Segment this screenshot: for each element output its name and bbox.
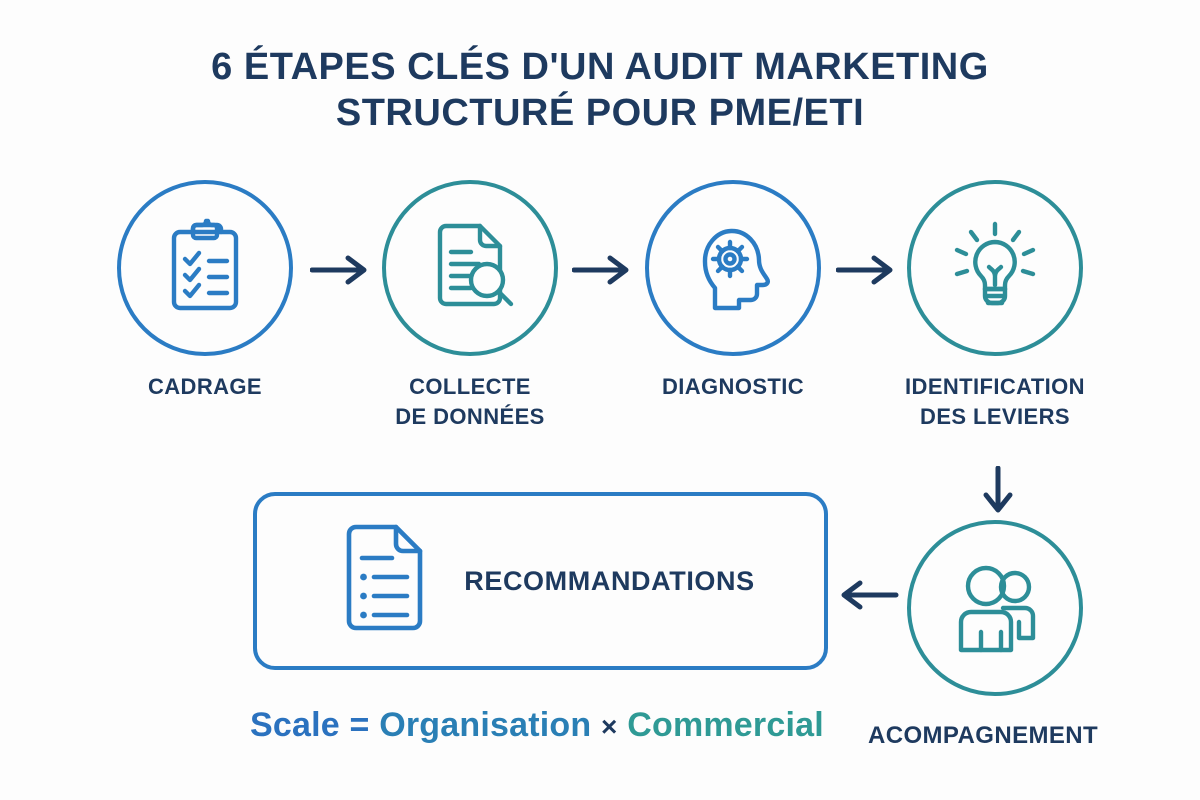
step-acompagnement[interactable] (895, 520, 1095, 696)
arrow-cadrage-to-collecte (309, 250, 376, 295)
lightbulb-icon (945, 218, 1045, 318)
formula-commercial: Commercial (627, 706, 824, 744)
two-people-icon (945, 558, 1045, 658)
page-title-line-2: STRUCTURÉ POUR PME/ETI (335, 92, 865, 135)
step-collecte-label: COLLECTE DE DONNÉES (395, 374, 545, 429)
document-bullet-list-icon (335, 520, 435, 643)
step-acompagnement-circle (907, 520, 1083, 696)
step-collecte-circle (382, 180, 558, 356)
step-cadrage-label: CADRAGE (147, 374, 263, 399)
step-diagnostic-circle (645, 180, 821, 356)
document-search-icon (420, 218, 520, 318)
page-title: 6 ÉTAPES CLÉS D'UN AUDIT MARKETING STRUC… (0, 44, 1200, 137)
step-identification-circle (907, 180, 1083, 356)
formula-organisation: Organisation (379, 706, 592, 744)
step-identification-label: IDENTIFICATION DES LEVIERS (905, 374, 1085, 429)
recommandations-label: RECOMMANDATIONS (464, 565, 755, 596)
step-acompagnement-label: ACOMPAGNEMENT (868, 722, 1099, 749)
arrow-identification-to-acompagnement (978, 465, 1018, 525)
recommandations-box[interactable]: RECOMMANDATIONS (253, 492, 828, 670)
step-identification-des-leviers[interactable]: IDENTIFICATION DES LEVIERS (895, 180, 1095, 431)
arrow-diagnostic-to-identification (835, 250, 902, 295)
clipboard-checklist-icon (155, 218, 255, 318)
arrow-collecte-to-diagnostic (571, 250, 638, 295)
formula-scale: Scale (250, 706, 340, 744)
arrow-acompagnement-to-recommandations (834, 575, 900, 620)
step-diagnostic-label: DIAGNOSTIC (661, 374, 805, 399)
formula-times: × (601, 711, 618, 742)
step-cadrage[interactable]: CADRAGE (105, 180, 305, 402)
step-collecte-de-donnees[interactable]: COLLECTE DE DONNÉES (370, 180, 570, 431)
head-gear-icon (683, 218, 783, 318)
step-diagnostic[interactable]: DIAGNOSTIC (633, 180, 833, 402)
scale-formula: Scale = Organisation × Commercial (250, 706, 824, 745)
page-title-line-1: 6 ÉTAPES CLÉS D'UN AUDIT MARKETING (211, 46, 989, 88)
formula-equals: = (349, 706, 370, 744)
step-cadrage-circle (117, 180, 293, 356)
